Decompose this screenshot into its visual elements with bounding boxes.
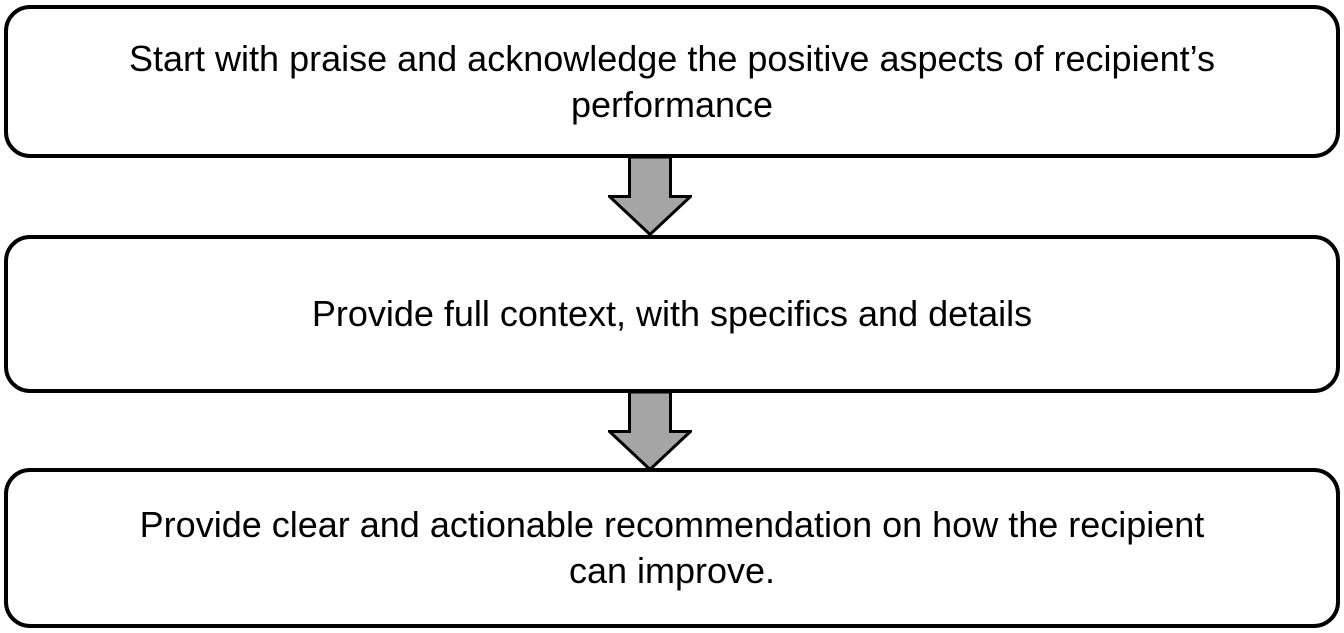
flow-step-recommendation-text: Provide clear and actionable recommendat… (139, 504, 1205, 591)
flow-step-recommendation: Provide clear and actionable recommendat… (4, 468, 1340, 628)
flow-step-praise-text: Start with praise and acknowledge the po… (129, 37, 1215, 125)
flow-step-praise: Start with praise and acknowledge the po… (4, 5, 1340, 158)
down-arrow-icon (608, 157, 692, 236)
flow-step-context: Provide full context, with specifics and… (4, 235, 1340, 393)
down-arrow-icon (608, 392, 692, 471)
flow-step-context-text: Provide full context, with specifics and… (311, 293, 1033, 334)
